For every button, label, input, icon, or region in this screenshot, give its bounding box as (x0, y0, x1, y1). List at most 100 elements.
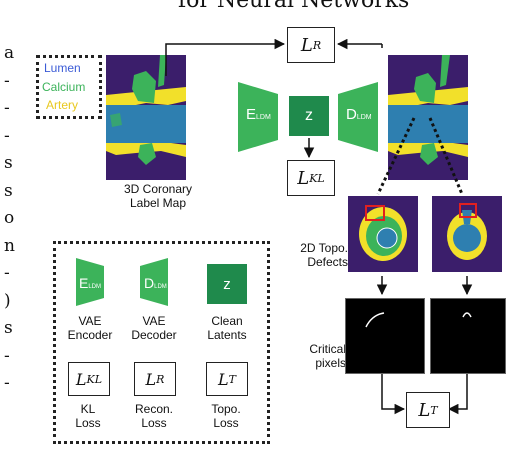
key-recon-sub: R (156, 372, 165, 386)
slice-line-right (428, 117, 464, 195)
key-latents-caption-line1: Clean (211, 314, 243, 328)
key-decoder-label: DLDM (144, 275, 167, 291)
key-kl-symbol: L (75, 369, 87, 389)
encoder-shape (238, 82, 278, 152)
left-fragment: - (4, 263, 10, 283)
defect-slice-left-graphic (348, 196, 418, 272)
key-kl-caption: KL Loss (58, 402, 118, 430)
key-topo-caption: Topo. Loss (196, 402, 256, 430)
defects-label-line2: Defects (307, 255, 348, 269)
input-label-map-graphic (106, 55, 186, 180)
key-recon-caption-line2: Loss (141, 416, 167, 430)
defects-label-line1: 2D Topo. (300, 241, 348, 255)
key-encoder-caption-line1: VAE (78, 314, 102, 328)
left-fragment: s (4, 180, 13, 201)
key-latents-caption-line2: Latents (207, 328, 247, 342)
topo-loss-symbol: L (418, 399, 431, 421)
arrow-critical-right-to-topo (447, 374, 468, 415)
defect-slice-right (432, 196, 502, 272)
defects-label: 2D Topo. Defects (274, 241, 348, 269)
defect-marker-right (459, 203, 477, 218)
left-fragment: - (4, 70, 10, 91)
latent-z-box: z (289, 96, 329, 136)
key-decoder-letter: D (144, 275, 155, 291)
key-decoder-caption: VAE Decoder (124, 314, 184, 342)
key-topo-symbol: L (218, 369, 229, 389)
key-encoder-letter: E (79, 275, 89, 291)
topo-loss-sub: T (430, 403, 438, 417)
encoder-subscript: LDM (256, 114, 271, 121)
critical-label: Critical pixels (294, 342, 346, 370)
left-fragment: - (4, 345, 10, 366)
legend-artery: Artery (46, 98, 79, 112)
key-decoder-shape (140, 258, 168, 306)
left-fragment: - (4, 98, 10, 118)
left-fragment: ) (4, 290, 11, 311)
decoder-shape (338, 82, 378, 152)
key-box (53, 241, 270, 444)
defect-slice-right-graphic (432, 196, 502, 272)
reconstructed-label-map-graphic (388, 55, 468, 180)
encoder-letter: E (246, 106, 257, 123)
kl-loss-symbol: L (297, 167, 310, 189)
key-kl-caption-line1: KL (80, 402, 96, 416)
input-caption-line2: Label Map (129, 196, 187, 210)
left-fragment: - (4, 373, 10, 393)
arrow-critical-left-to-topo (381, 374, 406, 415)
key-encoder-caption-line2: Encoder (67, 328, 113, 342)
critical-pixels-right-graphic (462, 312, 472, 318)
arrow-input-to-recon (165, 38, 286, 76)
critical-pixels-left-graphic (365, 312, 385, 328)
key-decoder-sub: LDM (154, 284, 167, 290)
critical-label-line2: pixels (315, 356, 346, 370)
legend-box (36, 55, 102, 119)
key-kl-caption-line2: Loss (75, 416, 101, 430)
key-kl-sub: KL (86, 372, 103, 386)
reconstructed-label-map-image (388, 55, 468, 180)
defect-marker-left (365, 205, 385, 221)
header-text: for Neural Networks (178, 0, 410, 13)
defect-slice-left (348, 196, 418, 272)
key-encoder-sub: LDM (88, 284, 102, 290)
slice-line-left (376, 117, 416, 195)
decoder-subscript: LDM (356, 114, 372, 121)
left-fragment: o (4, 208, 15, 228)
input-caption: 3D Coronary Label Map (108, 182, 208, 210)
key-decoder-caption-line1: VAE (142, 314, 166, 328)
input-caption-line1: 3D Coronary (123, 182, 193, 196)
key-recon-caption-line1: Recon. (134, 402, 174, 416)
legend-calcium: Calcium (42, 80, 86, 94)
decoder-label: DLDM (346, 106, 372, 123)
input-label-map-image (106, 55, 186, 180)
key-decoder-caption-line2: Decoder (131, 328, 177, 342)
legend-lumen: Lumen (44, 61, 81, 75)
recon-loss-symbol: L (300, 34, 313, 56)
key-topo-caption-line1: Topo. (211, 402, 241, 416)
recon-loss-sub: R (312, 38, 322, 52)
critical-pixels-left (345, 298, 425, 374)
key-latents-caption: Clean Latents (196, 314, 258, 342)
key-encoder-label: ELDM (79, 275, 101, 291)
left-fragment: s (4, 318, 13, 338)
key-encoder-shape (76, 258, 104, 306)
critical-pixels-right (430, 298, 506, 374)
key-latent-box: z (207, 264, 247, 304)
decoder-letter: D (346, 106, 357, 123)
key-recon-caption: Recon. Loss (124, 402, 184, 430)
left-fragment: a (4, 43, 15, 63)
key-topo-sub: T (228, 372, 236, 386)
kl-loss-sub: KL (309, 171, 325, 185)
key-topo-caption-line2: Loss (213, 416, 239, 430)
critical-label-line1: Critical (309, 342, 346, 356)
left-fragment: - (4, 125, 10, 146)
left-fragment: s (4, 153, 13, 173)
key-encoder-caption: VAE Encoder (60, 314, 120, 342)
left-text-column: a - - - s s o n - ) s - - (4, 40, 18, 398)
